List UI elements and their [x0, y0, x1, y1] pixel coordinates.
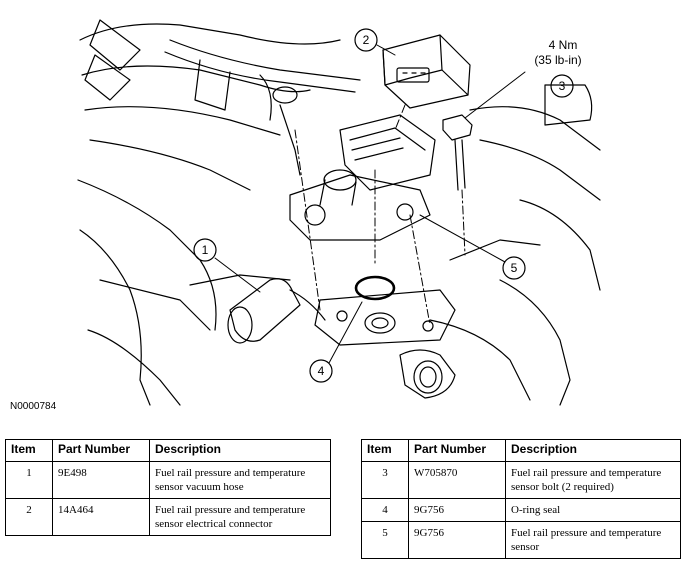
header-description: Description — [505, 439, 681, 462]
item-number: 4 — [361, 498, 409, 522]
table-row: 1 9E498 Fuel rail pressure and temperatu… — [5, 461, 331, 499]
item-number: 1 — [5, 461, 53, 499]
torque-value-imperial: (35 lb-in) — [534, 53, 581, 67]
assembly-lines — [294, 104, 466, 326]
part-number: W705870 — [408, 461, 506, 499]
header-item: Item — [361, 439, 409, 462]
table-row: 5 9G756 Fuel rail pressure and temperatu… — [361, 521, 681, 559]
table-row: 4 9G756 O-ring seal — [361, 498, 681, 522]
header-part-number: Part Number — [408, 439, 506, 462]
technical-illustration: 1 2 3 4 5 4 Nm (35 lb-in) — [77, 19, 601, 406]
part-number: 14A464 — [52, 498, 150, 536]
torque-value: 4 Nm — [549, 38, 578, 52]
outlet-elbow-drawing — [399, 349, 456, 399]
callout-1-label: 1 — [202, 243, 209, 257]
description: O-ring seal — [505, 498, 681, 522]
description: Fuel rail pressure and temperature senso… — [149, 498, 331, 536]
item-number: 5 — [361, 521, 409, 559]
header-part-number: Part Number — [52, 439, 150, 462]
figure-id: N0000784 — [10, 401, 57, 412]
bolt-drawing — [442, 114, 473, 191]
table-header-row: Item Part Number Description — [5, 439, 331, 462]
fuel-rail-tubes — [164, 39, 361, 176]
parts-table-right: Item Part Number Description 3 W705870 F… — [361, 439, 681, 559]
vacuum-hose-drawing — [227, 278, 326, 344]
callout-4-label: 4 — [318, 364, 325, 378]
header-description: Description — [149, 439, 331, 462]
engine-background — [77, 19, 601, 406]
description: Fuel rail pressure and temperature senso… — [505, 521, 681, 559]
pressure-sensor-drawing — [289, 114, 436, 241]
callout-2-label: 2 — [363, 33, 370, 47]
item-number: 3 — [361, 461, 409, 499]
header-item: Item — [5, 439, 53, 462]
description: Fuel rail pressure and temperature senso… — [505, 461, 681, 499]
callout-circles — [193, 28, 574, 383]
description: Fuel rail pressure and temperature senso… — [149, 461, 331, 499]
table-row: 2 14A464 Fuel rail pressure and temperat… — [5, 498, 331, 536]
leader-lines — [214, 44, 526, 364]
part-number: 9G756 — [408, 521, 506, 559]
part-number: 9G756 — [408, 498, 506, 522]
callout-5-label: 5 — [511, 261, 518, 275]
table-header-row: Item Part Number Description — [361, 439, 681, 462]
electrical-connector-drawing — [382, 34, 471, 109]
parts-table-left: Item Part Number Description 1 9E498 Fue… — [5, 439, 331, 536]
part-number: 9E498 — [52, 461, 150, 499]
item-number: 2 — [5, 498, 53, 536]
callout-3-label: 3 — [559, 79, 566, 93]
table-row: 3 W705870 Fuel rail pressure and tempera… — [361, 461, 681, 499]
mounting-base-drawing — [314, 275, 456, 346]
